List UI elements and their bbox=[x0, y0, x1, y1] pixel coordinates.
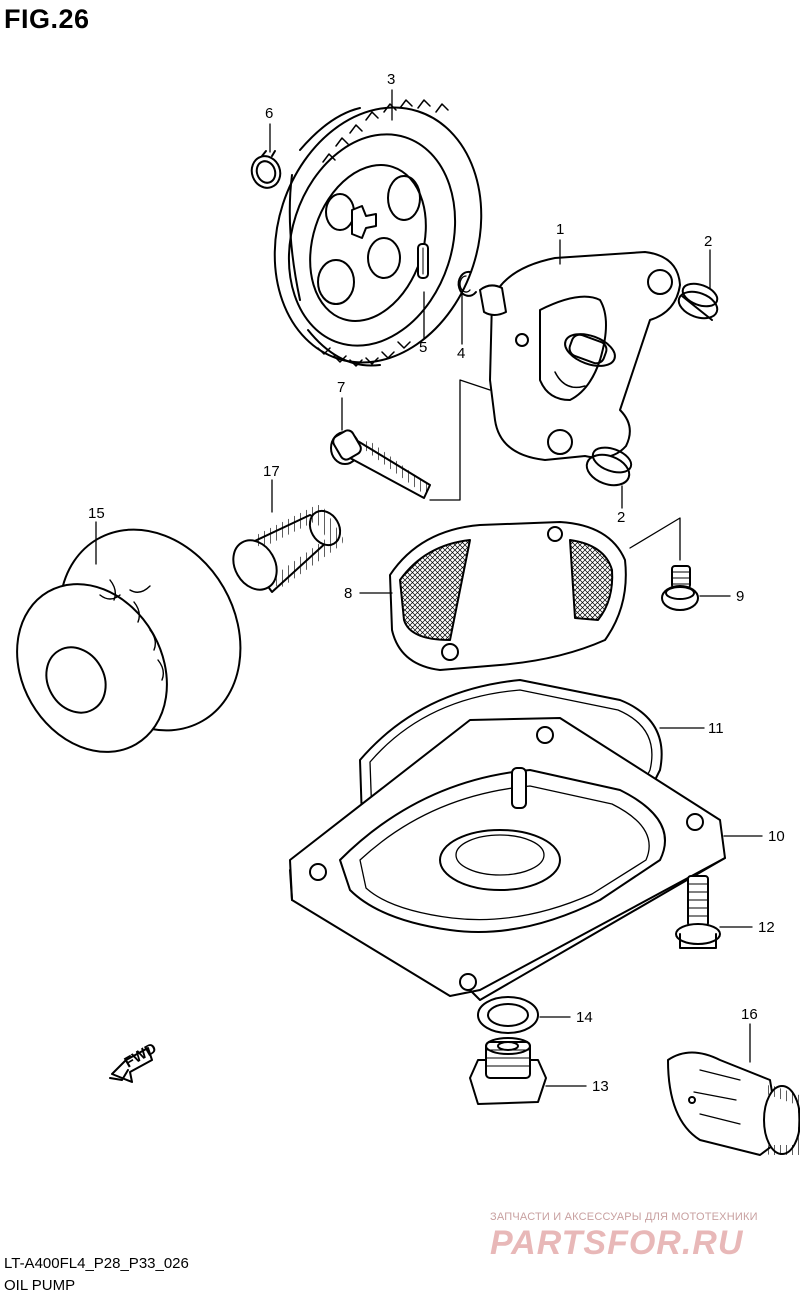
forward-direction-arrow bbox=[109, 1047, 153, 1083]
callout-11: 11 bbox=[708, 720, 724, 737]
callout-1: 1 bbox=[556, 221, 564, 238]
callout-3: 3 bbox=[387, 71, 395, 88]
callout-5: 5 bbox=[419, 339, 427, 356]
drain-plug bbox=[469, 1037, 547, 1105]
model-code: LT-A400FL4_P28_P33_026 bbox=[4, 1255, 189, 1272]
callout-6: 6 bbox=[265, 105, 273, 122]
circlip bbox=[457, 270, 477, 297]
watermark-tagline: ЗАПЧАСТИ И АКСЕССУАРЫ ДЛЯ МОТОТЕХНИКИ bbox=[490, 1211, 758, 1223]
oil-pan-bolt bbox=[675, 875, 721, 949]
drain-plug-gasket bbox=[477, 996, 539, 1034]
callout-7: 7 bbox=[337, 379, 345, 396]
callout-12: 12 bbox=[758, 919, 775, 936]
oil-pressure-switch bbox=[667, 1051, 800, 1156]
callout-14: 14 bbox=[576, 1009, 593, 1026]
callout-17: 17 bbox=[263, 463, 280, 480]
oil-filter bbox=[16, 528, 242, 753]
callout-15: 15 bbox=[88, 505, 105, 522]
oil-pump-gear bbox=[273, 99, 483, 367]
figure-title: FIG.26 bbox=[4, 4, 90, 34]
callout-2-lower: 2 bbox=[617, 509, 625, 526]
callout-16: 16 bbox=[741, 1006, 758, 1023]
callout-9: 9 bbox=[736, 588, 744, 605]
callout-13: 13 bbox=[592, 1078, 609, 1095]
pin bbox=[417, 243, 429, 279]
dowel-pin-upper bbox=[677, 282, 719, 321]
diagram-caption: OIL PUMP bbox=[4, 1277, 76, 1294]
strainer-bolt bbox=[661, 565, 699, 611]
callout-8: 8 bbox=[344, 585, 352, 602]
dowel-pin-lower bbox=[585, 446, 633, 487]
pump-mounting-bolt bbox=[330, 429, 431, 499]
oil-pan bbox=[289, 717, 726, 1001]
oil-filter-nipple bbox=[232, 505, 343, 593]
callout-2-upper: 2 bbox=[704, 233, 712, 250]
callout-4: 4 bbox=[457, 345, 465, 362]
watermark-logo: PARTSFOR.RU bbox=[490, 1224, 744, 1262]
oil-pump-body bbox=[479, 251, 681, 461]
leader-lines bbox=[95, 89, 763, 1087]
callout-10: 10 bbox=[768, 828, 785, 845]
oil-strainer bbox=[389, 521, 627, 671]
snap-ring bbox=[250, 150, 282, 189]
